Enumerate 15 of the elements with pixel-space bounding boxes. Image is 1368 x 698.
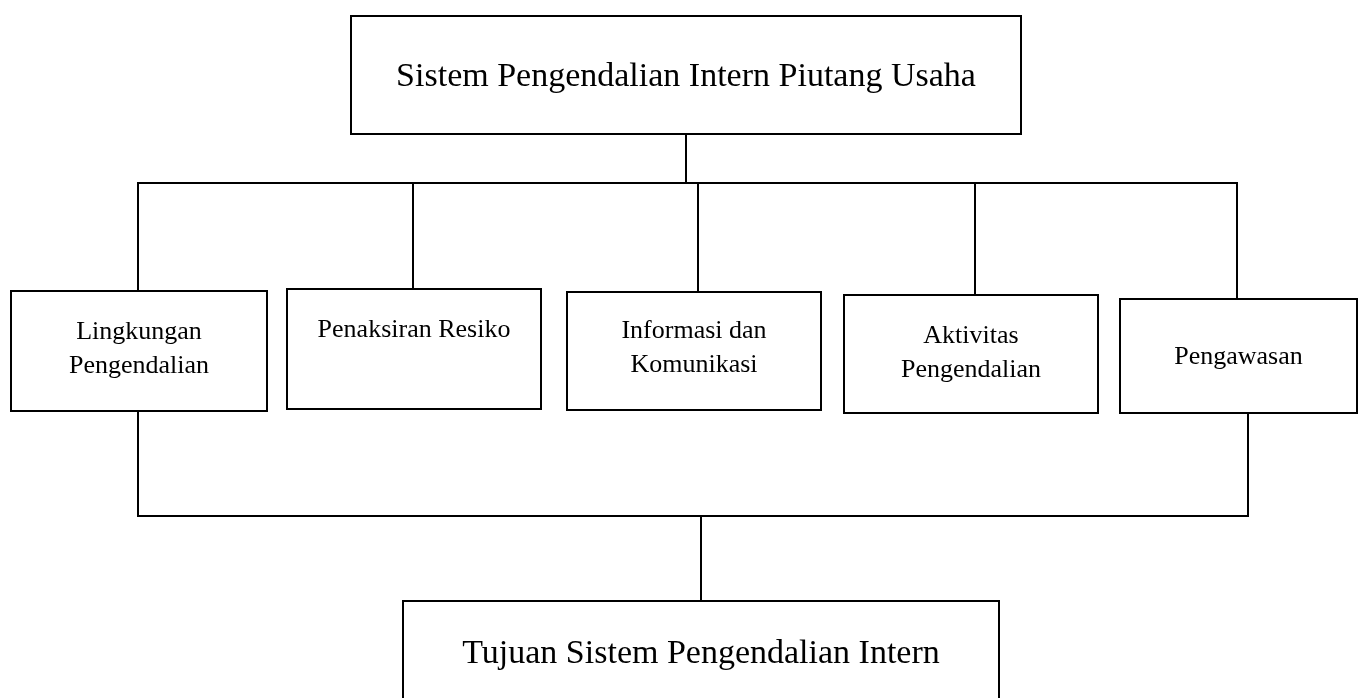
component-box [10, 290, 268, 412]
component-box [286, 288, 542, 410]
box-label: Sistem Pengendalian Intern Piutang Usaha [395, 54, 977, 95]
component-box [566, 291, 822, 411]
goal-box [402, 600, 1000, 698]
box-label: Informasi dan Komunikasi [620, 314, 768, 380]
connector-line [685, 134, 1238, 299]
main-box [350, 15, 1022, 135]
box-label: Tujuan Sistem Pengendalian Intern [461, 632, 941, 672]
box-label: Penaksiran Resiko [316, 313, 512, 345]
component-box [1119, 298, 1358, 414]
component-box [843, 294, 1099, 414]
box-label: Aktivitas Pengendalian [899, 319, 1043, 385]
box-label: Lingkungan Pengendalian [67, 315, 211, 381]
box-label: Pengawasan [1173, 340, 1304, 373]
